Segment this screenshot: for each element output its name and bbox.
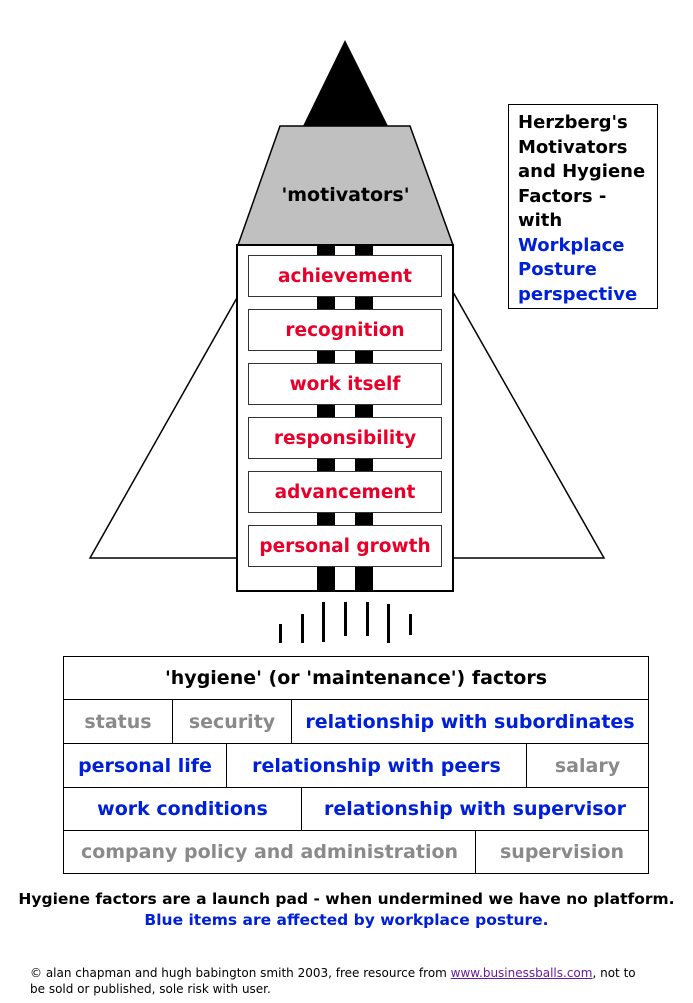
hygiene-cell: relationship with peers — [227, 744, 527, 787]
title-line-blue: Workplace — [518, 234, 625, 256]
hygiene-row: company policy and administration superv… — [64, 831, 648, 873]
motivator-item: personal growth — [248, 525, 442, 567]
businessballs-link[interactable]: www.businessballs.com — [450, 966, 593, 980]
motivator-item: work itself — [248, 363, 442, 405]
hygiene-cell: relationship with subordinates — [305, 710, 635, 733]
caption-launch-pad: Hygiene factors are a launch pad - when … — [18, 890, 675, 908]
title-line-blue: perspective — [518, 283, 638, 305]
motivator-item: achievement — [248, 255, 442, 297]
motivators-label: 'motivators' — [281, 184, 410, 206]
title-line: Motivators — [518, 136, 628, 158]
left-fin — [88, 293, 239, 559]
hygiene-cell: supervision — [500, 841, 624, 863]
hygiene-cell: personal life — [64, 744, 227, 787]
motivator-item: recognition — [248, 309, 442, 351]
hygiene-factors-table: 'hygiene' (or 'maintenance') factors sta… — [63, 656, 649, 874]
copyright-suffix: , not to be sold or published, sole risk… — [30, 966, 636, 996]
caption-blue-items: Blue items are affected by workplace pos… — [144, 911, 549, 929]
diagram-title: Herzberg's Motivators and Hygiene Factor… — [508, 104, 658, 309]
copyright-notice: © alan chapman and hugh babington smith … — [30, 965, 650, 997]
title-line: with — [518, 210, 563, 231]
hygiene-header: 'hygiene' (or 'maintenance') factors — [64, 657, 648, 700]
hygiene-cell: company policy and administration — [64, 831, 476, 873]
hygiene-row: work conditions relationship with superv… — [64, 788, 648, 831]
hygiene-cell: salary — [554, 754, 621, 777]
motivator-item: advancement — [248, 471, 442, 513]
hygiene-cell: status — [64, 700, 173, 743]
motivator-item: responsibility — [248, 417, 442, 459]
hygiene-cell: work conditions — [64, 788, 302, 830]
title-line: Factors - — [518, 185, 607, 207]
exhaust-lines — [279, 602, 412, 643]
title-line: Herzberg's — [518, 112, 628, 133]
hygiene-cell: security — [173, 700, 292, 743]
hygiene-row: status security relationship with subord… — [64, 700, 648, 744]
title-line: and Hygiene — [518, 161, 646, 182]
hygiene-cell: relationship with supervisor — [324, 798, 626, 820]
hygiene-row: personal life relationship with peers sa… — [64, 744, 648, 788]
title-line-blue: Posture — [518, 259, 597, 280]
right-fin — [452, 289, 606, 559]
rocket-tip — [303, 40, 388, 126]
copyright-prefix: © alan chapman and hugh babington smith … — [30, 966, 451, 980]
